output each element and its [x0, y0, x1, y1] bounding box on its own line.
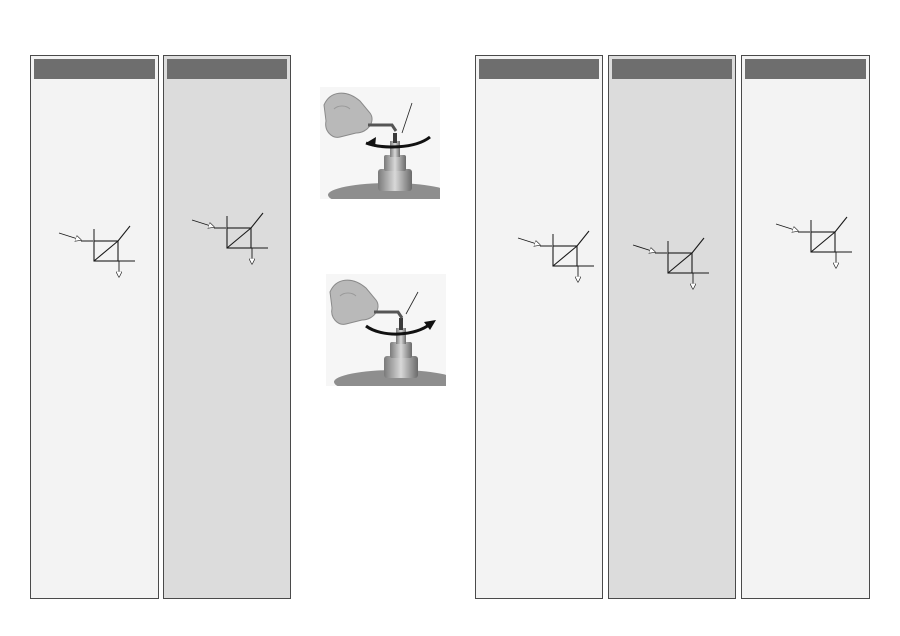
photo-hex-key-clockwise [326, 274, 446, 386]
left-panel-1 [30, 55, 159, 599]
panel-header-bar [479, 59, 599, 79]
panel-header-bar [612, 59, 732, 79]
pneumatic-regulator-symbol-icon [53, 223, 143, 283]
pneumatic-regulator-symbol-icon [512, 228, 602, 288]
panel-header-bar [745, 59, 866, 79]
right-panel-2 [608, 55, 736, 599]
panel-header-bar [34, 59, 155, 79]
right-panel-3 [741, 55, 870, 599]
right-panel-1 [475, 55, 603, 599]
photo-hex-key-counter-clockwise [320, 87, 440, 199]
pneumatic-regulator-symbol-icon [186, 210, 276, 270]
pneumatic-regulator-symbol-icon [770, 214, 860, 274]
pneumatic-regulator-symbol-icon [627, 235, 717, 295]
panel-header-bar [167, 59, 287, 79]
left-panel-2 [163, 55, 291, 599]
